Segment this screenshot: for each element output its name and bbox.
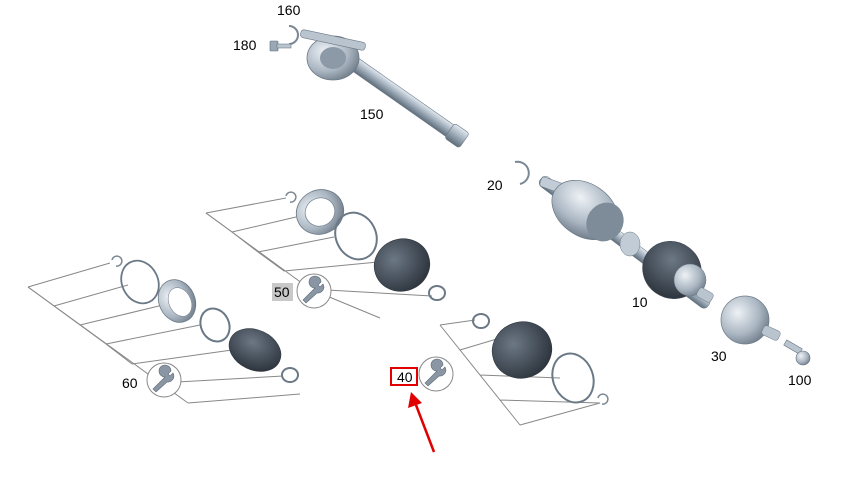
wrench-icon (424, 358, 447, 387)
clamp-50[interactable] (428, 285, 446, 301)
boot-60[interactable] (222, 320, 288, 379)
label-50-box[interactable]: 50 (272, 283, 293, 301)
label-40[interactable]: 40 (397, 369, 413, 385)
label-100[interactable]: 100 (788, 372, 812, 388)
bolt-100[interactable] (783, 339, 811, 366)
wrench-icon (302, 275, 325, 304)
o-ring-40[interactable] (546, 348, 601, 409)
tripod-housing-ring-50[interactable] (289, 182, 351, 242)
circlip-60-small[interactable] (111, 255, 123, 267)
wrench-icon (152, 364, 175, 393)
label-150[interactable]: 150 (360, 106, 384, 122)
circlip-160[interactable] (288, 25, 299, 45)
label-50[interactable]: 50 (274, 284, 290, 300)
housing-ring-60[interactable] (151, 273, 202, 328)
tool-circle-40[interactable] (418, 356, 454, 392)
o-ring-60[interactable] (114, 254, 165, 309)
outer-joint-30[interactable] (720, 295, 781, 345)
clamp-60[interactable] (281, 367, 299, 383)
boot-40[interactable] (484, 313, 560, 386)
label-30[interactable]: 30 (711, 348, 727, 364)
bolt-180[interactable] (269, 40, 292, 52)
tool-circle-60[interactable] (146, 362, 182, 398)
circlip-50-small[interactable] (285, 191, 297, 203)
clamp-40[interactable] (472, 313, 490, 329)
label-160[interactable]: 160 (277, 2, 301, 18)
label-20[interactable]: 20 (487, 177, 503, 193)
boot-50[interactable] (367, 231, 437, 299)
clamp-ring-60[interactable] (195, 304, 235, 347)
label-60[interactable]: 60 (122, 375, 138, 391)
o-ring-50[interactable] (328, 206, 385, 266)
tool-circle-50[interactable] (296, 273, 332, 309)
label-10[interactable]: 10 (632, 294, 648, 310)
circlip-20[interactable] (514, 160, 530, 185)
pointer-arrow (408, 392, 436, 453)
circlip-40-small[interactable] (597, 393, 609, 405)
intermediate-shaft-150[interactable] (300, 29, 470, 148)
drive-shaft-10[interactable] (537, 168, 714, 310)
label-40-highlight[interactable]: 40 (390, 367, 418, 386)
label-180[interactable]: 180 (233, 37, 257, 53)
